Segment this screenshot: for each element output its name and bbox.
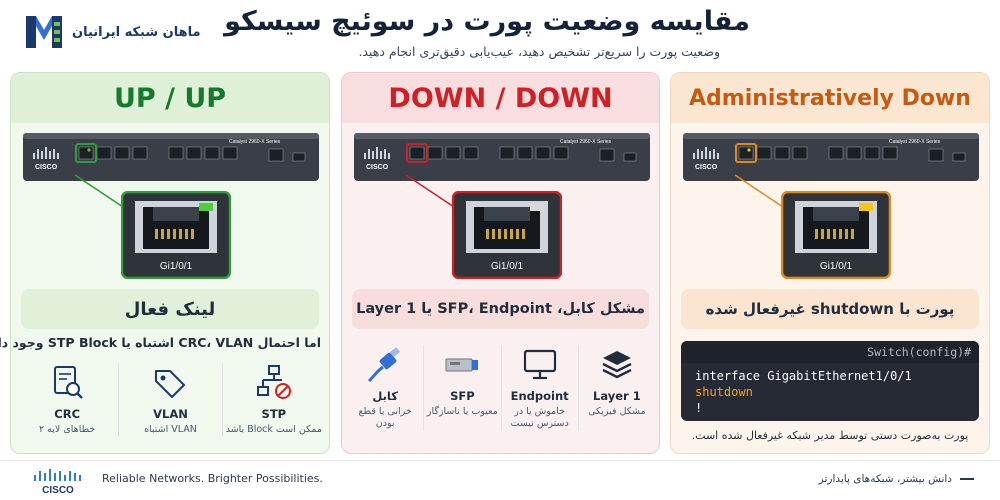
cli-terminal: Switch(config)# interface GigabitEtherne…	[681, 341, 979, 421]
panel-down-down: DOWN / DOWN CISCO Catalyst 2960-X Series…	[341, 72, 660, 454]
status-led	[859, 203, 873, 211]
highlighted-port	[75, 143, 97, 163]
switch-model-label: Catalyst 2960-X Series	[889, 139, 941, 145]
issue-vlan: VLAN VLAN اشتباه	[118, 363, 221, 437]
issue-layer1: Layer 1 مشکل فیزیکی	[577, 345, 655, 431]
panel-heading: UP / UP	[11, 73, 329, 123]
port-label: Gi1/0/1	[491, 261, 524, 272]
issue-crc: CRC خطاهای لایه ۲	[15, 363, 118, 436]
status-label: پورت با shutdown غیرفعال شده	[681, 289, 979, 329]
page-subtitle: وضعیت پورت را سریع‌تر تشخیص دهید، عیب‌یا…	[358, 44, 720, 59]
monitor-icon	[523, 349, 556, 380]
panel-heading: DOWN / DOWN	[342, 73, 659, 123]
status-label: لینک فعال	[21, 289, 319, 329]
page-header: ماهان شبکه ایرانیان مقایسه وضعیت پورت در…	[0, 0, 1000, 68]
zoom-connector	[74, 174, 130, 212]
port-label: Gi1/0/1	[160, 261, 193, 272]
status-label: مشکل کابل، SFP، Endpoint یا Layer 1	[352, 289, 649, 329]
page-footer: CISCO Reliable Networks. Brighter Possib…	[0, 460, 1000, 500]
cisco-logo: CISCO	[34, 469, 81, 495]
terminal-prompt: Switch(config)#	[681, 341, 979, 363]
issue-description: ممکن است Block باشد	[225, 424, 322, 435]
issue-description: خطاهای لایه ۲	[39, 424, 96, 435]
footer-tagline: Reliable Networks. Brighter Possibilitie…	[102, 472, 323, 485]
brand-name: ماهان شبکه ایرانیان	[72, 24, 201, 40]
issue-description: معیوب یا ناسازگار	[426, 406, 498, 417]
page-title: مقایسه وضعیت پورت در سوئیچ سیسکو	[224, 6, 750, 37]
zoom-connector	[734, 174, 790, 212]
issue-description: مشکل فیزیکی	[588, 406, 646, 417]
footer-dash	[960, 478, 974, 480]
port-closeup: Gi1/0/1	[121, 191, 231, 279]
issue-title: کابل	[372, 389, 398, 403]
panel-up-up: UP / UP CISCO Catalyst 2960-X Series Gi1…	[0, 72, 330, 454]
issue-title: VLAN	[153, 407, 188, 421]
issue-title: STP	[261, 407, 287, 421]
zoom-connector	[405, 174, 461, 212]
network-blocked-icon	[256, 365, 291, 399]
issue-title: Endpoint	[510, 389, 569, 403]
cisco-logo-text: CISCO	[42, 485, 74, 495]
highlighted-port	[406, 143, 428, 163]
issue-list: کابل خرابی یا قطع بودن SFP معیوب یا ناسا…	[346, 345, 655, 431]
issue-description: VLAN اشتباه	[144, 424, 197, 435]
panel-admin-down: Administratively Down CISCO Catalyst 296…	[670, 72, 990, 454]
switch-model-label: Catalyst 2960-X Series	[560, 139, 612, 145]
switch-illustration: CISCO Catalyst 2960-X Series	[23, 133, 319, 181]
switch-cisco-label: CISCO	[35, 164, 58, 171]
brand-logo-icon	[26, 16, 62, 48]
switch-model-label: Catalyst 2960-X Series	[229, 139, 281, 145]
port-label: Gi1/0/1	[820, 261, 853, 272]
issue-description: خرابی یا قطع بودن	[358, 406, 412, 430]
status-led	[199, 203, 213, 211]
switch-cisco-label: CISCO	[366, 164, 389, 171]
status-led	[530, 203, 544, 211]
issue-sfp: SFP معیوب یا ناسازگار	[423, 345, 500, 431]
warning-note: اما احتمال CRC، VLAN اشتباه یا STP Block…	[0, 335, 321, 350]
cli-line-end: !	[695, 401, 703, 416]
cable-icon	[368, 347, 401, 383]
terminal-caption: پورت به‌صورت دستی توسط مدیر شبکه غیرفعال…	[691, 429, 969, 442]
issue-list: CRC خطاهای لایه ۲ VLAN VLAN اشتباه STP م…	[15, 363, 325, 437]
sfp-module-icon	[445, 358, 479, 372]
issue-title: SFP	[450, 389, 475, 403]
highlighted-port	[735, 143, 757, 163]
switch-illustration: CISCO Catalyst 2960-X Series	[683, 133, 979, 181]
switch-illustration: CISCO Catalyst 2960-X Series	[354, 133, 650, 181]
port-closeup: Gi1/0/1	[781, 191, 891, 279]
tag-icon	[155, 370, 186, 398]
cli-line-shutdown: shutdown	[695, 385, 753, 400]
port-closeup: Gi1/0/1	[452, 191, 562, 279]
issue-title: Layer 1	[593, 389, 641, 403]
issue-cable: کابل خرابی یا قطع بودن	[346, 345, 423, 431]
document-search-icon	[54, 366, 84, 399]
cli-line-interface: interface GigabitEthernet1/0/1	[695, 369, 912, 383]
issue-description: خاموش یا در دسترس نیست	[510, 406, 569, 430]
panel-heading: Administratively Down	[671, 73, 989, 123]
issue-title: CRC	[54, 407, 81, 421]
layers-icon	[602, 351, 632, 379]
footer-slogan: دانش بیشتر، شبکه‌های پایدارتر	[819, 473, 974, 485]
issue-endpoint: Endpoint خاموش یا در دسترس نیست	[500, 345, 578, 431]
switch-cisco-label: CISCO	[695, 164, 718, 171]
footer-slogan-text: دانش بیشتر، شبکه‌های پایدارتر	[818, 473, 952, 485]
issue-stp: STP ممکن است Block باشد	[221, 363, 325, 437]
brand-logo: ماهان شبکه ایرانیان	[24, 12, 201, 52]
